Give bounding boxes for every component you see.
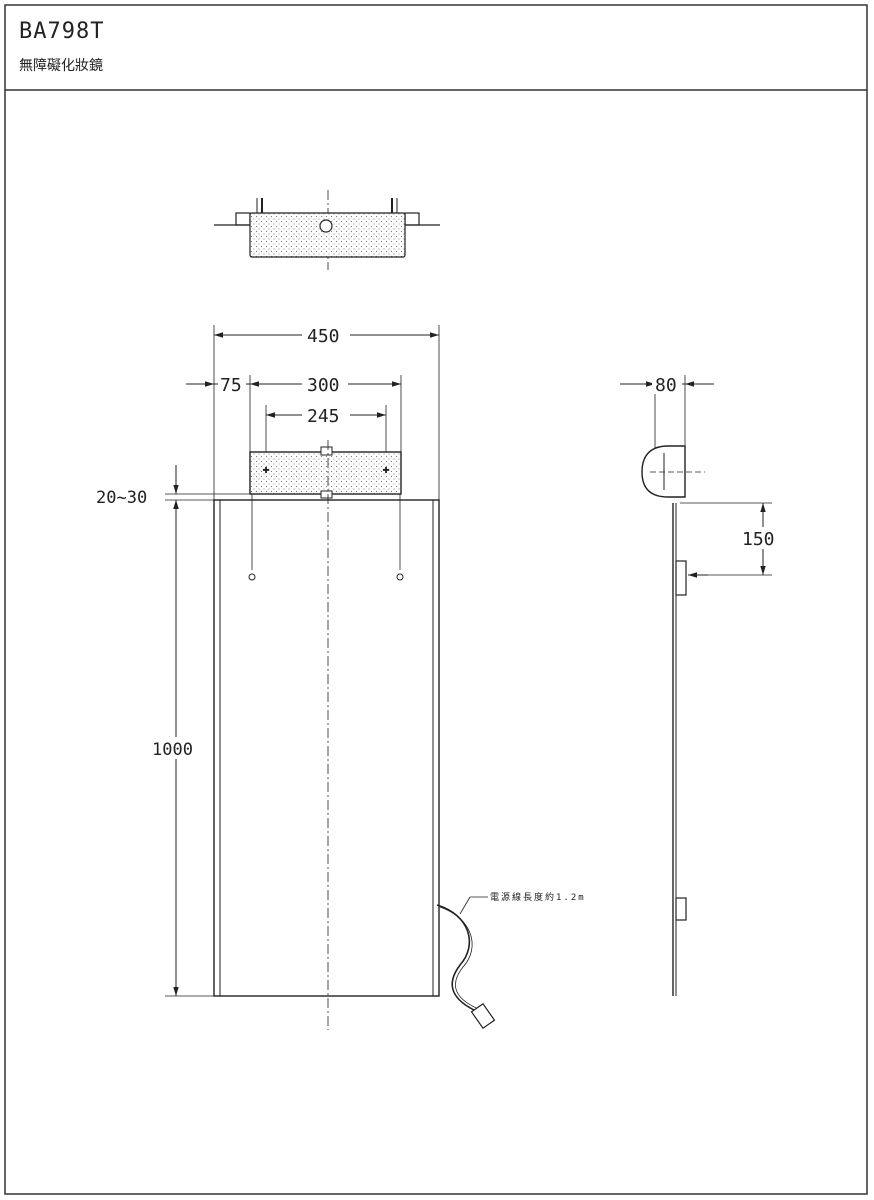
title-block: BA798T 無障礙化妝鏡 xyxy=(5,5,867,90)
power-cable xyxy=(436,904,479,1013)
dim-depth: 80 xyxy=(655,375,677,396)
dim-width-overall: 450 xyxy=(307,326,340,347)
dim-mount-spacing: 245 xyxy=(307,406,340,427)
dim-height: 1000 xyxy=(152,740,193,760)
screw-icon xyxy=(248,573,256,581)
top-view xyxy=(214,190,440,270)
dim-box-width: 300 xyxy=(307,375,340,396)
model-number: BA798T xyxy=(19,19,105,44)
side-view xyxy=(620,374,778,996)
cable-note: 電源線長度約1.2m xyxy=(490,891,586,903)
side-bracket xyxy=(675,897,687,921)
power-plug xyxy=(470,1002,496,1030)
dim-mount-drop: 150 xyxy=(742,529,775,550)
front-view: + + xyxy=(150,325,496,1030)
light-box xyxy=(249,451,402,495)
dim-top-gap: 20~30 xyxy=(96,488,147,508)
svg-text:+: + xyxy=(383,465,389,476)
svg-text:+: + xyxy=(263,465,269,476)
sheet-border xyxy=(4,4,868,1195)
side-bracket xyxy=(675,560,687,596)
product-name: 無障礙化妝鏡 xyxy=(19,58,103,74)
screw-icon xyxy=(396,573,404,581)
dim-edge-offset: 75 xyxy=(220,375,242,396)
mirror-panel xyxy=(213,499,440,997)
